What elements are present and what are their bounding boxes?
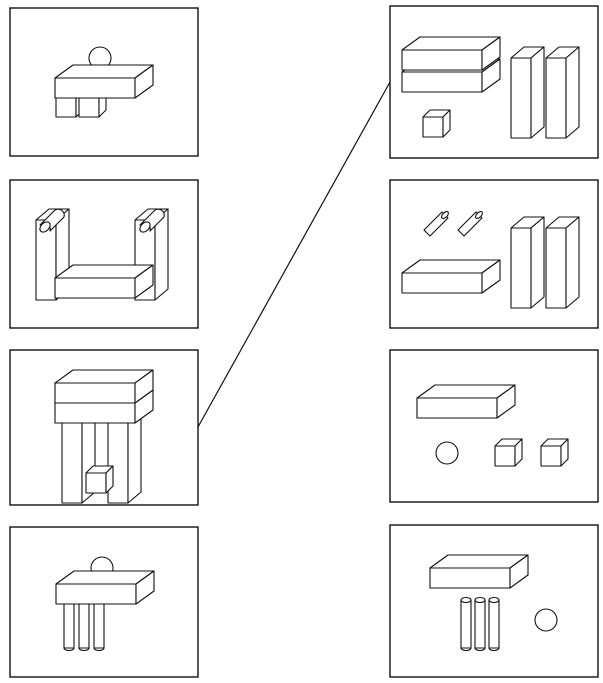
connection-lines: [197, 81, 391, 428]
cube-icon: [422, 109, 451, 138]
part-set-panel-2[interactable]: [389, 179, 599, 329]
part-set-panel-3[interactable]: [389, 349, 599, 503]
cube-icon: [540, 438, 569, 467]
sphere-icon: [435, 441, 459, 465]
part-set-panel-1[interactable]: [389, 5, 599, 159]
connection-line-a3-p1: [197, 81, 391, 428]
cylinder-icon: [460, 596, 472, 652]
cube-icon: [494, 438, 523, 467]
assembled-structure-panel-3[interactable]: [9, 349, 199, 506]
assembled-structure-panel-1[interactable]: [9, 7, 199, 157]
assembled-structure-panel-2[interactable]: [9, 179, 199, 329]
assembled-structure-panel-4[interactable]: [9, 526, 199, 678]
part-set-panel-4[interactable]: [389, 524, 599, 678]
cylinder-icon: [474, 596, 486, 652]
cylinder-icon: [488, 596, 500, 652]
sphere-icon: [534, 608, 558, 632]
